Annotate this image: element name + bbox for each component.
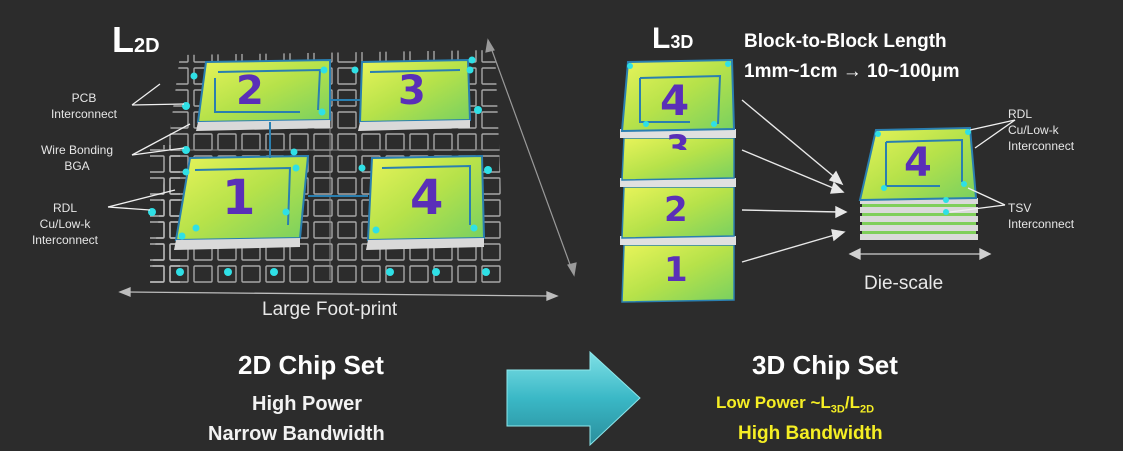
- 3d-high-bandwidth-label: High Bandwidth: [738, 423, 883, 444]
- l2d-label: L2D: [112, 19, 160, 60]
- via-dots: [148, 56, 492, 276]
- die-scale-label: Die-scale: [864, 273, 944, 294]
- stack-die-label-2: 2: [664, 190, 688, 230]
- 2d-narrow-bandwidth-label: Narrow Bandwidth: [208, 423, 385, 445]
- stack-die-label-1: 1: [664, 250, 688, 290]
- die-4: [366, 154, 486, 250]
- l3d-label: L3D: [652, 22, 694, 55]
- right-callout-lines: [949, 119, 1016, 213]
- die-label-2: 2: [236, 68, 264, 114]
- large-footprint-label: Large Foot-print: [262, 299, 398, 320]
- stack-die-label-3: 3: [666, 128, 690, 150]
- die-label-4: 4: [410, 170, 444, 226]
- rdl-traces: [194, 68, 471, 226]
- die-scale-dimension-arrow: [848, 247, 992, 261]
- transition-arrow: [506, 350, 641, 447]
- die-label-1: 1: [222, 170, 256, 226]
- compact-3d-chip: [858, 126, 978, 240]
- die-1: [174, 154, 310, 250]
- die-label-3: 3: [398, 68, 426, 114]
- stack-to-compact-arrows: [741, 99, 848, 263]
- 3d-die-stack: [620, 58, 736, 303]
- compact-die-label-4: 4: [904, 140, 932, 186]
- die-2: [196, 58, 331, 131]
- block-length-title: Block-to-Block Length: [744, 31, 947, 52]
- die-3: [358, 58, 472, 131]
- 2d-high-power-label: High Power: [252, 393, 363, 415]
- callout-lines: [107, 83, 191, 211]
- block-length-value: 1mm~1cm → 10~100μm: [744, 61, 960, 82]
- 3d-chip-set-title: 3D Chip Set: [752, 350, 898, 380]
- footprint-dimension-arrow: [118, 287, 559, 301]
- l2d-dimension-arrow: [485, 38, 577, 277]
- stack-die-label-4: 4: [660, 76, 690, 125]
- 3d-low-power-label: Low Power ~L3D/L2D: [716, 393, 875, 416]
- 2d-chip-set-title: 2D Chip Set: [238, 350, 384, 380]
